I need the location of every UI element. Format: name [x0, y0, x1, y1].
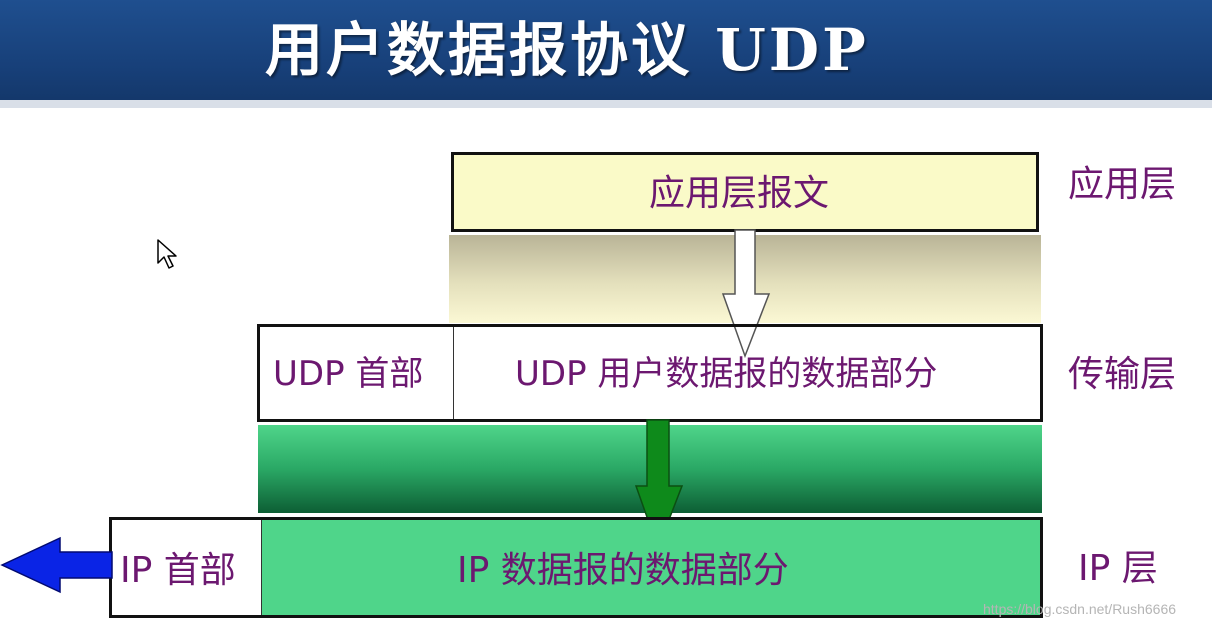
udp-header-label: UDP 首部 [273, 354, 424, 394]
mouse-pointer-icon [157, 239, 177, 269]
udp-datagram-box: UDP 首部 UDP 用户数据报的数据部分 [257, 324, 1043, 422]
ip-header-label: IP 首部 [120, 550, 236, 591]
app-message-label: 应用层报文 [649, 173, 830, 214]
ip-data-area [261, 520, 1040, 615]
layer-label-application: 应用层 [1068, 164, 1177, 205]
layer-label-ip: IP 层 [1078, 548, 1158, 589]
ip-data-label: IP 数据报的数据部分 [457, 550, 789, 591]
udp-header-divider [453, 327, 454, 419]
ip-datagram-box: IP 首部 IP 数据报的数据部分 [109, 517, 1043, 618]
app-message-box: 应用层报文 [451, 152, 1039, 232]
layer-label-transport: 传输层 [1068, 354, 1177, 395]
udp-data-label: UDP 用户数据报的数据部分 [515, 354, 938, 394]
slide-title: 用户数据报协议 UDP [265, 16, 869, 84]
title-bar: 用户数据报协议 UDP [0, 0, 1212, 108]
watermark: https://blog.csdn.net/Rush6666 [983, 601, 1177, 617]
left-arrow-blue-icon [0, 536, 113, 594]
